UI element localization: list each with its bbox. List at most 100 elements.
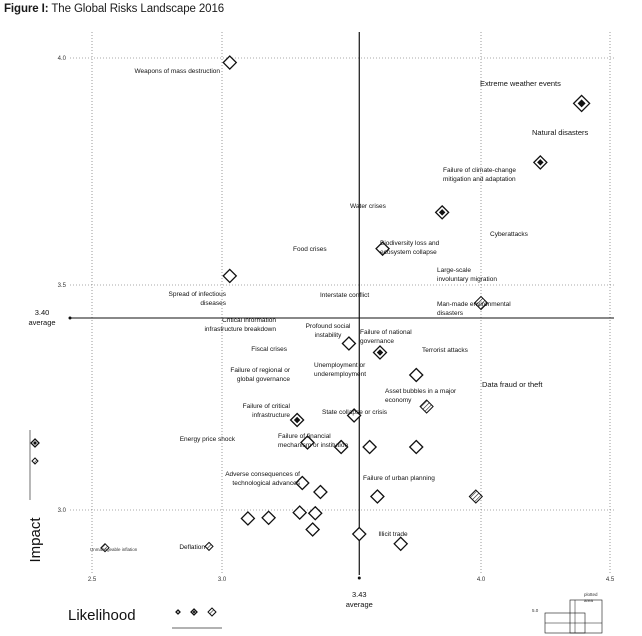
legend-like-diamond-2: [190, 608, 198, 616]
point-label-8: Weapons of mass destruction: [134, 68, 220, 75]
point-label-2-line-0: Failure of climate-change: [443, 167, 516, 174]
point-label-18: Asset bubbles in a major economy: [385, 388, 457, 404]
point-20-outer: [294, 475, 310, 491]
point-label-27: Illicit trade: [378, 531, 408, 538]
point-label-12-line-1: infrastructure breakdown: [204, 326, 276, 333]
y-tick-0: 4.0: [58, 56, 67, 62]
point-7: [408, 367, 424, 383]
point-24-outer: [261, 510, 277, 526]
x-tick-1: 3.0: [218, 577, 227, 583]
point-13-outer: [333, 439, 349, 455]
point-label-25-line-0: Adverse consequences of: [225, 471, 300, 478]
x-average-label: 3.43: [352, 590, 367, 599]
y-average-sub: average: [28, 318, 55, 327]
legend-impact-diamond-1: [30, 438, 40, 448]
point-11-outer: [346, 408, 362, 423]
legend-impact-diamond-2: [31, 457, 39, 465]
point-label-21-line-1: infrastructure: [252, 412, 290, 419]
point-25: [305, 522, 321, 537]
point-29-outer: [100, 542, 110, 553]
point-label-21-line-0: Failure of critical: [243, 403, 291, 410]
point-16: [408, 439, 424, 455]
point-label-13-line-1: instability: [315, 332, 342, 339]
y-axis-title: Impact: [27, 517, 44, 563]
point-4: [473, 295, 489, 311]
point-23: [240, 511, 256, 526]
point-19-outer: [468, 489, 484, 504]
point-label-4: Cyberattacks: [490, 231, 529, 238]
point-label-14-line-0: Failure of national: [360, 329, 412, 336]
figure-number: Figure I:: [4, 3, 49, 15]
point-27-outer: [393, 536, 409, 552]
point-label-6-line-1: ecosystem collapse: [380, 249, 437, 256]
point-20: [294, 475, 310, 491]
point-layer: [100, 55, 591, 553]
point-label-9-line-0: Spread of infectious: [169, 291, 227, 298]
point-28: [204, 541, 214, 552]
point-label-17-line-0: Unemployment or: [314, 362, 366, 369]
point-18: [369, 489, 385, 504]
point-label-7-line-1: involuntary migration: [437, 276, 497, 283]
point-0: [572, 94, 591, 113]
point-6: [372, 345, 388, 360]
point-label-7-line-0: Large-scale: [437, 267, 471, 274]
point-21: [292, 505, 308, 521]
point-12-core: [293, 416, 301, 424]
point-10-outer: [419, 399, 434, 414]
point-15: [300, 435, 315, 450]
x-average-dot: [357, 576, 361, 580]
point-12: [289, 412, 305, 428]
legend-like-diamond-3: [207, 607, 217, 617]
point-label-14-line-1: governance: [360, 338, 394, 345]
y-average-dot: [68, 316, 72, 320]
point-9: [222, 268, 238, 284]
point-label-18-line-1: economy: [385, 397, 412, 404]
point-26: [351, 526, 367, 542]
point-28-outer: [204, 541, 214, 552]
point-label-6: Biodiversity loss and ecosystem collapse: [380, 240, 440, 256]
point-label-14: Failure of national governance: [360, 329, 412, 345]
x-average-sub: average: [346, 600, 373, 609]
x-tick-0: 2.5: [88, 577, 97, 583]
point-11: [346, 408, 362, 423]
legend-like-diamond-1-outer: [175, 609, 181, 615]
point-label-17-line-1: underemployment: [314, 371, 366, 378]
point-17-outer: [313, 484, 328, 500]
point-15-outer: [300, 435, 315, 450]
point-label-2: Failure of climate-change mitigation and …: [443, 167, 516, 183]
point-13: [333, 439, 349, 455]
point-8-outer: [222, 55, 238, 70]
point-5: [341, 336, 357, 351]
point-19: [468, 489, 484, 504]
point-29: [100, 542, 110, 553]
legend-like-diamond-3-outer: [207, 607, 217, 617]
x-axis-title: Likelihood: [68, 607, 136, 624]
point-label-10-line-0: Man-made environmental: [437, 301, 511, 308]
minimap-label-1: plotted: [584, 592, 598, 597]
point-label-18-line-0: Asset bubbles in a major: [385, 388, 457, 395]
point-5-outer: [341, 336, 357, 351]
x-tick-3: 4.5: [606, 577, 615, 583]
point-2: [434, 204, 450, 220]
point-label-16: Terrorist attacks: [422, 347, 469, 354]
minimap-label-2: area: [584, 598, 594, 603]
point-10: [419, 399, 434, 414]
point-14-outer: [362, 439, 378, 455]
point-3: [375, 241, 390, 257]
point-label-3: Water crises: [350, 203, 387, 210]
point-6-core: [376, 349, 384, 356]
point-label-24-line-1: mechanism or institution: [278, 442, 348, 449]
x-tick-2: 4.0: [477, 577, 486, 583]
point-label-2-line-1: mitigation and adaptation: [443, 176, 516, 183]
point-9-outer: [222, 268, 238, 284]
point-label-6-line-0: Biodiversity loss and: [380, 240, 440, 247]
legend-like-diamond-2-core: [192, 610, 196, 614]
